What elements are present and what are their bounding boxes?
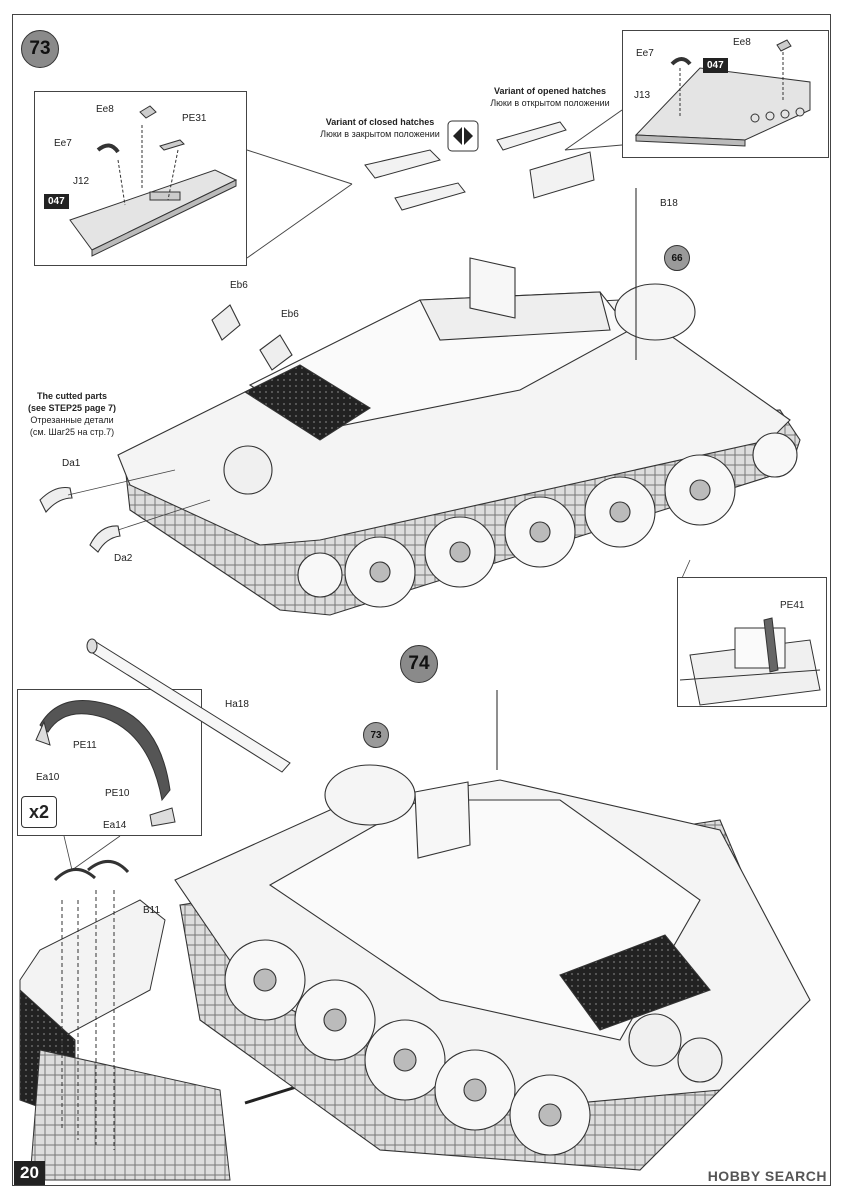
closed-hatch-detail-drawing <box>69 105 238 257</box>
reference-73-badge: 73 <box>363 722 389 748</box>
closed-hatches-title: Variant of closed hatches <box>325 117 435 127</box>
swap-arrows-icon <box>447 120 479 152</box>
closed-hatches-russian: Люки в закрытом положении <box>320 129 440 139</box>
opened-hatches-title: Variant of opened hatches <box>493 86 607 96</box>
part-label-pe41: PE41 <box>780 600 805 611</box>
part-label-ea14: Ea14 <box>103 820 127 831</box>
page-frame <box>12 14 831 1186</box>
part-label-b18: B18 <box>660 198 678 209</box>
closed-hatches-note: Variant of closed hatches Люки в закрыто… <box>300 116 460 140</box>
part-label-pe11: PE11 <box>73 740 97 751</box>
step73-vehicle-drawing <box>39 188 801 616</box>
step74-vehicle-drawing <box>174 690 811 1171</box>
part-label-ea10: Ea10 <box>36 772 60 783</box>
step-74-number: 74 <box>400 645 438 683</box>
part-label-da1: Da1 <box>62 458 81 469</box>
part-label-ee8: Ee8 <box>733 37 751 48</box>
part-label-da2: Da2 <box>114 553 133 564</box>
gun-barrel-ha18 <box>86 638 291 773</box>
part-label-pe10: PE10 <box>105 788 130 799</box>
cutted-parts-note: The cutted parts (see STEP25 page 7) Отр… <box>22 390 122 438</box>
reference-66-badge: 66 <box>664 245 690 271</box>
pe41-detail-drawing <box>679 617 821 706</box>
cutted-parts-russian-reference: (см. Шаг25 на стр.7) <box>29 427 115 437</box>
part-label-ee7: Ee7 <box>636 48 654 59</box>
quantity-multiplier: x2 <box>21 796 57 828</box>
sprue-badge-047: 047 <box>703 58 728 73</box>
cutted-parts-russian: Отрезанные детали <box>30 415 114 425</box>
opened-hatches-note: Variant of opened hatches Люки в открыто… <box>470 85 630 109</box>
hobby-search-watermark: HOBBY SEARCH <box>707 1168 827 1184</box>
opened-hatch-detail-drawing <box>634 39 811 147</box>
opened-hatches-russian: Люки в открытом положении <box>490 98 610 108</box>
part-label-eb6: Eb6 <box>230 280 248 291</box>
part-label-b11: B11 <box>143 905 161 916</box>
part-label-ee8: Ee8 <box>96 104 114 115</box>
part-label-ha18: Ha18 <box>225 699 249 710</box>
part-label-ee7: Ee7 <box>54 138 72 149</box>
opened-hatches-parts <box>496 121 595 199</box>
closed-hatches-parts <box>364 149 466 211</box>
page-number: 20 <box>14 1161 45 1185</box>
part-label-pe31: PE31 <box>182 113 207 124</box>
part-label-j12: J12 <box>73 176 90 187</box>
step-73-number: 73 <box>21 30 59 68</box>
sprue-badge-047: 047 <box>44 194 69 209</box>
cutted-parts-title: The cutted parts <box>36 391 107 401</box>
pe-clips-drawing <box>35 700 176 827</box>
step74-left-detail-drawing <box>19 860 231 1181</box>
part-label-j13: J13 <box>634 90 651 101</box>
part-label-eb6: Eb6 <box>281 309 299 320</box>
cutted-parts-reference: (see STEP25 page 7) <box>27 403 117 413</box>
